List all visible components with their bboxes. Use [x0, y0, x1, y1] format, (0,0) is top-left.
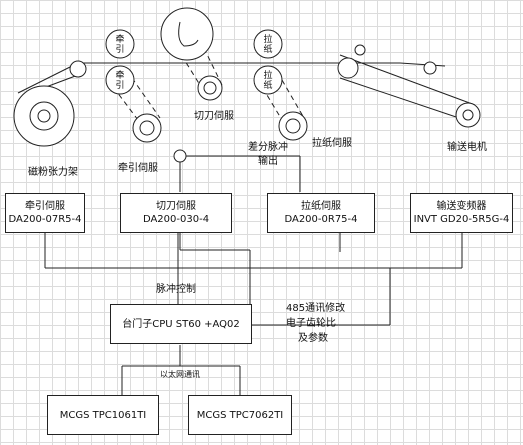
traction-servo-box-title: 牵引伺服	[25, 201, 65, 212]
plc-box: 台门子CPU ST60 +AQ02	[110, 304, 252, 344]
traction-servo-motor	[132, 113, 162, 143]
pull-belt-left	[257, 79, 283, 121]
diff-pulse-label-1: 差分脉冲	[248, 142, 288, 153]
traction-servo-box-model: DA200-07R5-4	[8, 214, 82, 225]
idler-roll	[69, 60, 87, 78]
diff-pulse-label-2: 输出	[258, 156, 278, 167]
traction-servo-label: 牵引伺服	[118, 163, 158, 174]
conveyor-roll-mid	[423, 61, 437, 75]
pull-servo-box: 拉纸伺服 DA200-0R75-4	[267, 193, 375, 233]
vfd-box: 输送变频器 INVT GD20-5R5G-4	[410, 193, 513, 233]
web-to-tension-roll	[17, 62, 79, 94]
magnetic-tension-roll	[13, 85, 75, 147]
hmi2-box-title: MCGS TPC7062TI	[196, 409, 284, 421]
traction-roll-upper	[105, 29, 135, 59]
pull-roll-upper-label: 拉纸	[263, 35, 273, 55]
pull-servo-box-title: 拉纸伺服	[301, 201, 341, 212]
pull-servo-label: 拉纸伺服	[312, 138, 352, 149]
ethernet-label: 以太网通讯	[160, 370, 200, 379]
magnetic-tension-label: 磁粉张力架	[28, 167, 78, 178]
conveyor-roll-left	[337, 57, 359, 79]
conveyor-motor-roll	[455, 102, 481, 128]
cutter-servo-box-model: DA200-030-4	[142, 214, 210, 225]
pulse-control-label: 脉冲控制	[156, 284, 196, 295]
hmi1-box-title: MCGS TPC1061TI	[59, 409, 147, 421]
traction-roll-lower-label: 牵引	[115, 71, 125, 91]
cutter-servo-box: 切刀伺服 DA200-030-4	[120, 193, 232, 233]
cutter-servo-box-title: 切刀伺服	[156, 201, 196, 212]
cutter-servo-motor	[197, 75, 223, 101]
traction-servo-box: 牵引伺服 DA200-07R5-4	[5, 193, 85, 233]
pull-roll-lower	[253, 65, 283, 95]
traction-roll-upper-label: 牵引	[115, 35, 125, 55]
cutter-servo-label: 切刀伺服	[194, 111, 234, 122]
traction-roll-lower	[105, 65, 135, 95]
rs485-label-3: 及参数	[298, 333, 328, 344]
pull-roll-upper	[253, 29, 283, 59]
pulse-junction	[173, 149, 187, 163]
pull-roll-lower-label: 拉纸	[263, 71, 273, 91]
conveyor-motor-label: 输送电机	[447, 142, 487, 153]
vfd-box-model: INVT GD20-5R5G-4	[413, 214, 510, 225]
pull-servo-motor	[278, 111, 308, 141]
traction-belt-right	[131, 77, 161, 119]
hmi2-box: MCGS TPC7062TI	[188, 395, 292, 435]
hmi1-box: MCGS TPC1061TI	[47, 395, 159, 435]
paper-web-line-right	[399, 62, 446, 67]
rs485-label-2: 电子齿轮比	[286, 318, 336, 329]
pull-servo-box-model: DA200-0R75-4	[284, 214, 358, 225]
pull-belt-right	[281, 79, 305, 119]
conveyor-belt-top	[339, 54, 476, 106]
vfd-box-title: 输送变频器	[436, 201, 487, 212]
cutter-drum	[160, 7, 214, 61]
plc-box-title: 台门子CPU ST60 +AQ02	[122, 318, 240, 330]
conveyor-roll-small	[354, 44, 366, 56]
conveyor-belt-bottom	[339, 77, 466, 121]
rs485-label-1: 485通讯修改	[286, 303, 346, 314]
